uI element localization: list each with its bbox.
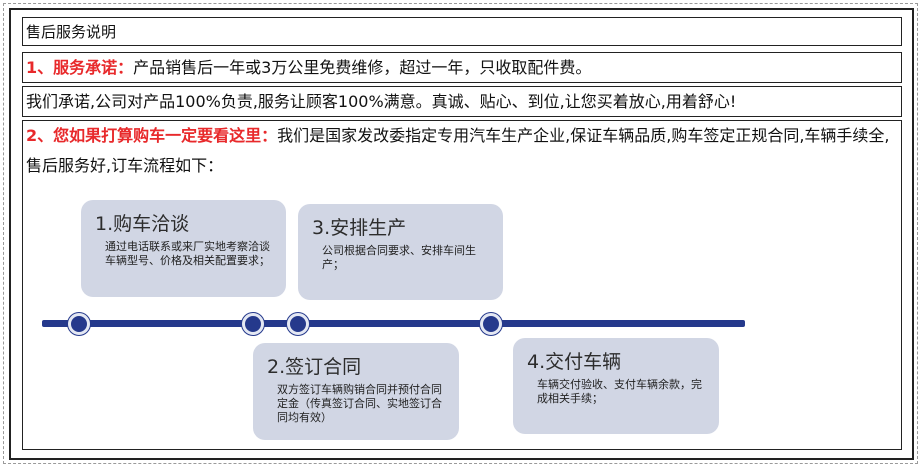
outer-dashed-border bbox=[3, 3, 918, 464]
step-title: 4.交付车辆 bbox=[527, 351, 622, 373]
timeline-node-2 bbox=[242, 313, 264, 335]
timeline-node-3 bbox=[287, 313, 309, 335]
step-title: 3.安排生产 bbox=[312, 217, 407, 239]
step-title: 1.购车洽谈 bbox=[95, 213, 190, 235]
step-card-delivery: 4.交付车辆 车辆交付验收、支付车辆余款，完成相关手续； bbox=[513, 338, 719, 434]
purchase-label: 2、您如果打算购车一定要看这里： bbox=[26, 126, 278, 145]
timeline-node-1 bbox=[68, 313, 90, 335]
service-commitment-label: 1、服务承诺： bbox=[26, 58, 134, 77]
service-commitment-row: 1、服务承诺：产品销售后一年或3万公里免费维修，超过一年，只收取配件费。 bbox=[22, 52, 902, 83]
step-title: 2.签订合同 bbox=[267, 356, 362, 378]
step-card-negotiation: 1.购车洽谈 通过电话联系或来厂实地考察洽谈车辆型号、价格及相关配置要求； bbox=[81, 200, 286, 297]
step-card-production: 3.安排生产 公司根据合同要求、安排车间生产； bbox=[298, 204, 503, 300]
step-description: 通过电话联系或来厂实地考察洽谈车辆型号、价格及相关配置要求； bbox=[105, 240, 270, 267]
service-commitment-text: 产品销售后一年或3万公里免费维修，超过一年，只收取配件费。 bbox=[133, 58, 592, 77]
process-timeline bbox=[42, 320, 745, 327]
purchase-text: 我们是国家发改委指定专用汽车生产企业,保证车辆品质,购车签定正规合同,车辆手续全… bbox=[26, 126, 890, 175]
timeline-node-4 bbox=[480, 313, 502, 335]
promise-text: 我们承诺,公司对产品100%负责,服务让顾客100%满意。真诚、贴心、到位,让您… bbox=[26, 92, 737, 111]
page-title: 售后服务说明 bbox=[26, 23, 117, 41]
step-description: 双方签订车辆购销合同并预付合同定金（传真签订合同、实地签订合同均有效） bbox=[277, 383, 442, 424]
section-header: 售后服务说明 bbox=[22, 17, 902, 46]
purchase-intro: 2、您如果打算购车一定要看这里：我们是国家发改委指定专用汽车生产企业,保证车辆品… bbox=[26, 121, 896, 181]
step-description: 公司根据合同要求、安排车间生产； bbox=[322, 244, 476, 271]
step-card-contract: 2.签订合同 双方签订车辆购销合同并预付合同定金（传真签订合同、实地签订合同均有… bbox=[253, 343, 459, 440]
promise-row: 我们承诺,公司对产品100%负责,服务让顾客100%满意。真诚、贴心、到位,让您… bbox=[22, 86, 902, 117]
step-description: 车辆交付验收、支付车辆余款，完成相关手续； bbox=[537, 378, 702, 405]
